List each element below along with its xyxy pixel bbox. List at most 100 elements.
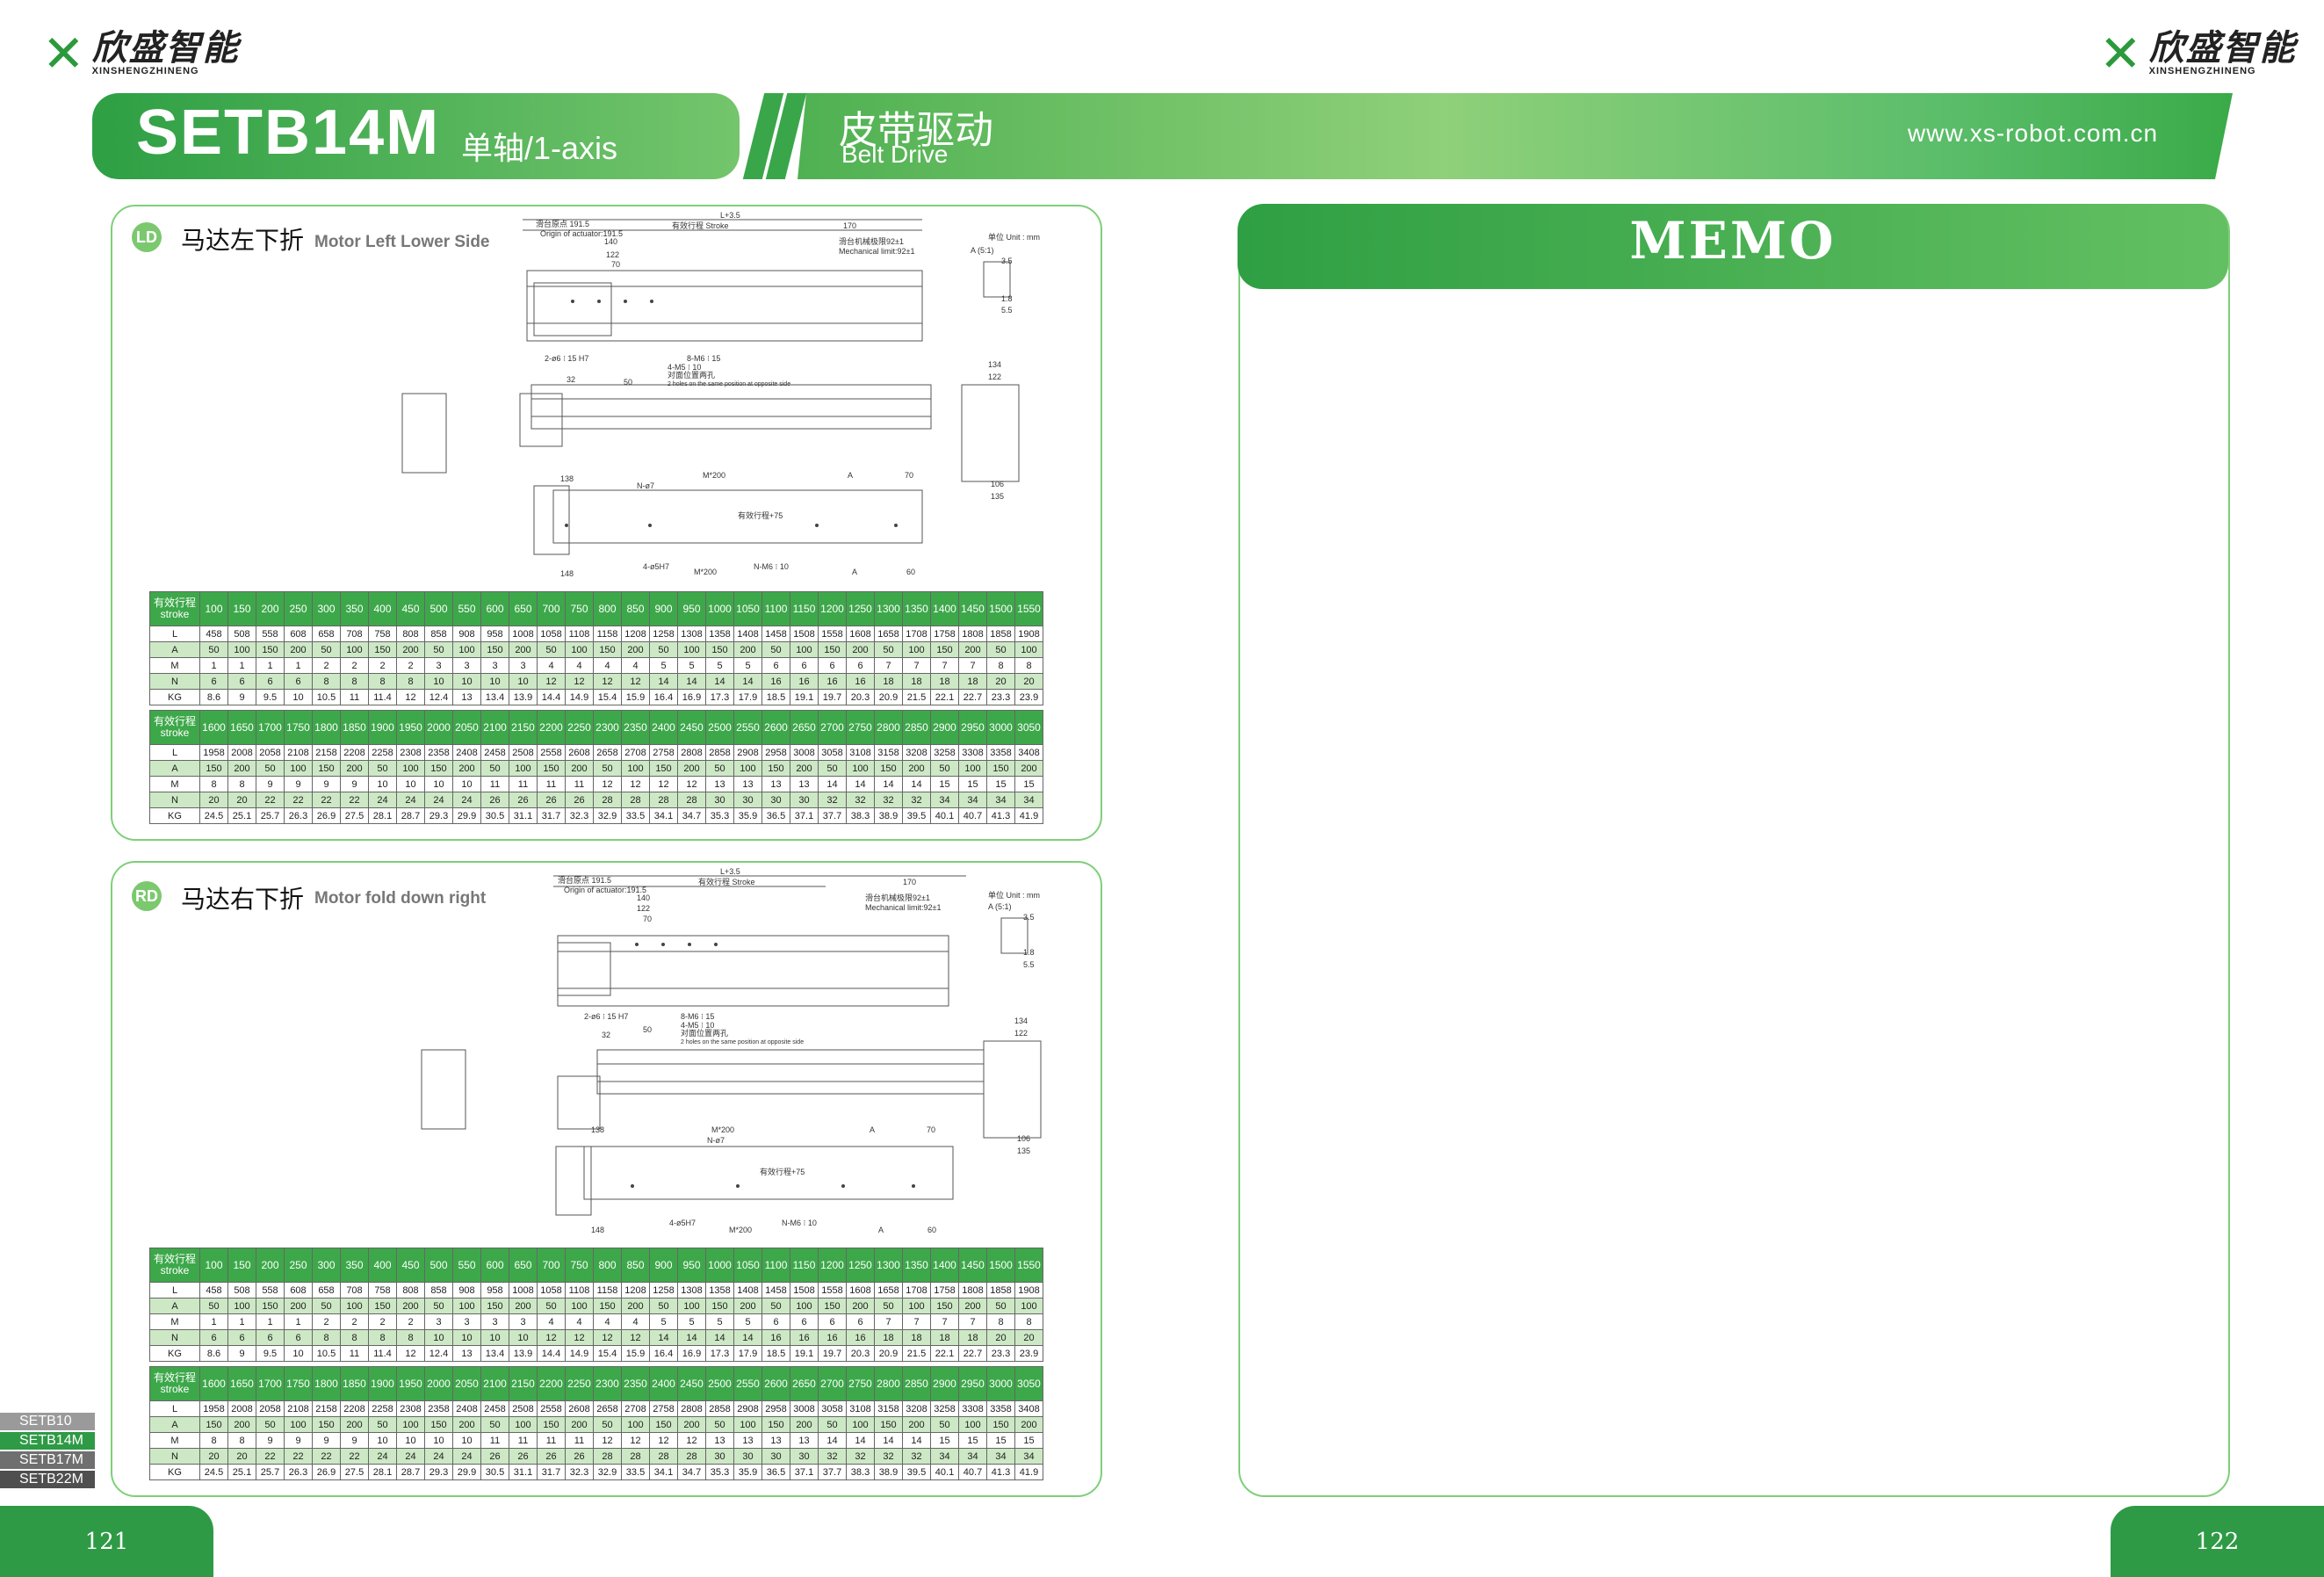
table-cell: 14.4 bbox=[537, 1345, 566, 1362]
row-label: M bbox=[149, 657, 200, 674]
table-cell: 100 bbox=[621, 760, 650, 777]
table-cell: 1358 bbox=[705, 1282, 734, 1298]
table-cell: 27.5 bbox=[340, 807, 369, 824]
table-cell: 40.7 bbox=[958, 1464, 987, 1480]
table-cell: 858 bbox=[424, 1282, 453, 1298]
table-cell: 200 bbox=[284, 1298, 313, 1314]
table-cell: 38.9 bbox=[874, 1464, 903, 1480]
stroke-cell: 1400 bbox=[930, 591, 959, 626]
table-cell: 22.1 bbox=[930, 1345, 959, 1362]
table-cell: 16.9 bbox=[677, 1345, 706, 1362]
brand-name-en: XINSHENGZHINENG bbox=[91, 66, 199, 76]
brand-name-cn: 欣盛智能 bbox=[91, 29, 240, 68]
table-cell: 1 bbox=[256, 657, 285, 674]
table-cell: 10 bbox=[424, 673, 453, 690]
table-cell: 28 bbox=[677, 792, 706, 808]
table-cell: 2758 bbox=[649, 1400, 678, 1417]
dim-label: L+3.5 bbox=[720, 867, 740, 876]
stroke-cell: 1100 bbox=[761, 1248, 790, 1283]
dim-label: 135 bbox=[991, 492, 1004, 501]
table-cell: 100 bbox=[733, 760, 762, 777]
table-cell: 14 bbox=[677, 673, 706, 690]
table-cell: 11 bbox=[537, 1432, 566, 1449]
table-cell: 12 bbox=[593, 1329, 622, 1346]
table-cell: 2458 bbox=[480, 744, 509, 761]
table-cell: 16 bbox=[790, 673, 819, 690]
table-cell: 3308 bbox=[958, 1400, 987, 1417]
section-title-cn: 马达右下折 bbox=[181, 886, 305, 913]
table-cell: 2158 bbox=[312, 1400, 341, 1417]
table-cell: 100 bbox=[790, 641, 819, 658]
stroke-cell: 300 bbox=[312, 1248, 341, 1283]
table-cell: 22 bbox=[284, 1448, 313, 1465]
table-cell: 25.1 bbox=[227, 807, 256, 824]
dim-label: 5.5 bbox=[1001, 306, 1013, 315]
stroke-cell: 2800 bbox=[874, 1366, 903, 1401]
table-cell: 6 bbox=[790, 1313, 819, 1330]
table-cell: 7 bbox=[874, 1313, 903, 1330]
series-nav-item[interactable]: SETB14M bbox=[0, 1432, 95, 1450]
stroke-cell: 1650 bbox=[227, 1366, 256, 1401]
section-title-en: Motor Left Lower Side bbox=[314, 233, 490, 251]
table-cell: 2958 bbox=[761, 1400, 790, 1417]
dim-label: 70 bbox=[905, 471, 913, 480]
table-cell: 14 bbox=[733, 673, 762, 690]
table-cell: 3208 bbox=[902, 1400, 931, 1417]
stroke-cell: 400 bbox=[368, 1248, 397, 1283]
table-cell: 2858 bbox=[705, 744, 734, 761]
table-cell: 8 bbox=[396, 673, 425, 690]
stroke-cell: 1550 bbox=[1014, 1248, 1043, 1283]
table-cell: 200 bbox=[846, 641, 875, 658]
stroke-cell: 150 bbox=[227, 591, 256, 626]
stroke-cell: 2700 bbox=[818, 1366, 847, 1401]
table-cell: 1458 bbox=[761, 626, 790, 642]
dim-label: A bbox=[852, 568, 857, 576]
table-cell: 9 bbox=[312, 1432, 341, 1449]
series-nav-item[interactable]: SETB10 bbox=[0, 1413, 95, 1430]
table-cell: 13 bbox=[452, 1345, 481, 1362]
table-cell: 13 bbox=[733, 1432, 762, 1449]
table-cell: 18 bbox=[958, 673, 987, 690]
table-cell: 50 bbox=[705, 760, 734, 777]
table-cell: 18 bbox=[930, 1329, 959, 1346]
table-cell: 100 bbox=[846, 1416, 875, 1433]
page-number-right: 122 bbox=[2111, 1506, 2324, 1577]
row-label: KG bbox=[149, 689, 200, 705]
table-cell: 2058 bbox=[256, 744, 285, 761]
series-nav-item[interactable]: SETB17M bbox=[0, 1451, 95, 1469]
table-cell: 41.3 bbox=[986, 1464, 1015, 1480]
table-cell: 7 bbox=[930, 1313, 959, 1330]
stroke-cell: 800 bbox=[593, 1248, 622, 1283]
table-cell: 14.4 bbox=[537, 689, 566, 705]
table-cell: 758 bbox=[368, 1282, 397, 1298]
table-cell: 4 bbox=[621, 1313, 650, 1330]
dim-label: L+3.5 bbox=[720, 211, 740, 220]
brand-x-icon: ✕ bbox=[2099, 24, 2142, 83]
table-cell: 8 bbox=[396, 1329, 425, 1346]
series-nav-item[interactable]: SETB22M bbox=[0, 1471, 95, 1488]
table-cell: 100 bbox=[1014, 1298, 1043, 1314]
table-cell: 50 bbox=[986, 641, 1015, 658]
stroke-cell: 2550 bbox=[733, 1366, 762, 1401]
table-cell: 200 bbox=[733, 1298, 762, 1314]
row-label: M bbox=[149, 1432, 200, 1449]
stroke-cell: 2300 bbox=[593, 1366, 622, 1401]
table-cell: 30.5 bbox=[480, 1464, 509, 1480]
dim-label: 70 bbox=[611, 260, 620, 269]
table-cell: 1 bbox=[284, 1313, 313, 1330]
stroke-cell: 2100 bbox=[480, 1366, 509, 1401]
table-cell: 100 bbox=[902, 1298, 931, 1314]
table-cell: 3358 bbox=[986, 744, 1015, 761]
row-label: KG bbox=[149, 1464, 200, 1480]
table-cell: 16.4 bbox=[649, 689, 678, 705]
dim-label: 70 bbox=[927, 1125, 935, 1134]
table-cell: 3258 bbox=[930, 1400, 959, 1417]
stroke-cell: 2500 bbox=[705, 710, 734, 745]
table-cell: 14 bbox=[902, 1432, 931, 1449]
table-cell: 34 bbox=[986, 792, 1015, 808]
stroke-cell: 2150 bbox=[509, 1366, 538, 1401]
dim-label: 滑台原点 191.5 bbox=[558, 875, 611, 885]
row-label: A bbox=[149, 641, 200, 658]
drive-title-cn: 皮带驱动 bbox=[839, 109, 993, 152]
table-cell: 39.5 bbox=[902, 807, 931, 824]
